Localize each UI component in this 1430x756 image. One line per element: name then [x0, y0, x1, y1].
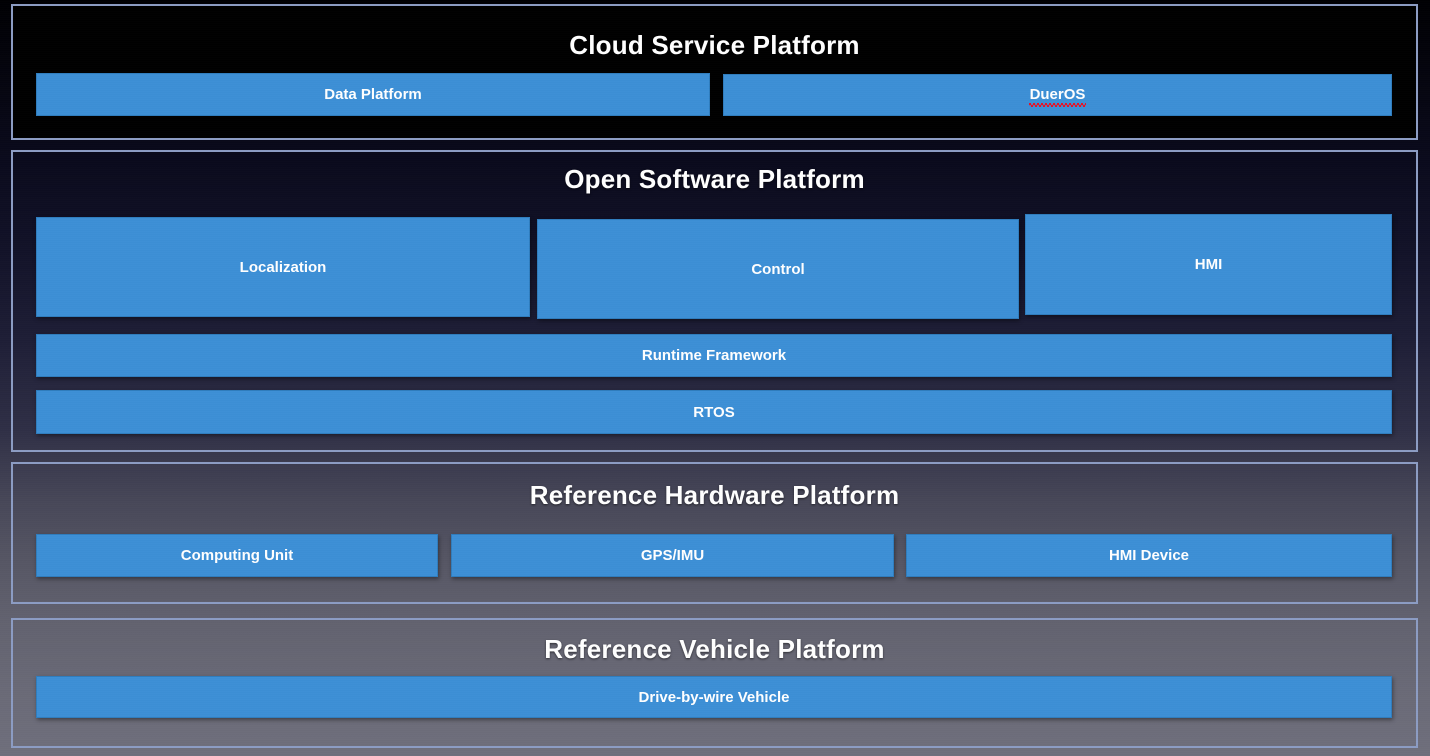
box-hmi[interactable]: HMI	[1025, 214, 1392, 315]
layer-title-open-software-platform: Open Software Platform	[564, 164, 865, 194]
box-rtos[interactable]: RTOS	[36, 390, 1392, 434]
box-drive-by-wire-vehicle[interactable]: Drive-by-wire Vehicle	[36, 676, 1392, 718]
layer-panel-cloud-service-platform: Cloud Service Platform	[11, 4, 1418, 140]
layer-panel-open-software-platform: Open Software Platform	[11, 150, 1418, 452]
box-label-hmi-device: HMI Device	[1108, 547, 1190, 564]
box-dueros[interactable]: DuerOS	[723, 74, 1392, 116]
box-label-hmi: HMI	[1194, 256, 1223, 273]
layer-title-cloud-service-platform: Cloud Service Platform	[569, 30, 860, 60]
box-label-runtime-framework: Runtime Framework	[641, 347, 787, 364]
box-label-data-platform: Data Platform	[324, 86, 422, 103]
box-computing-unit[interactable]: Computing Unit	[36, 534, 438, 577]
box-hmi-device[interactable]: HMI Device	[906, 534, 1392, 577]
box-control[interactable]: Control	[537, 219, 1019, 319]
box-localization[interactable]: Localization	[36, 217, 530, 317]
box-label-computing-unit: Computing Unit	[180, 547, 294, 564]
box-label-control: Control	[751, 260, 805, 278]
layer-title-reference-vehicle-platform: Reference Vehicle Platform	[544, 634, 885, 664]
box-label-dueros: DuerOS	[1028, 86, 1087, 107]
layer-panel-reference-hardware-platform: Reference Hardware Platform	[11, 462, 1418, 604]
box-label-rtos: RTOS	[693, 403, 735, 421]
box-data-platform[interactable]: Data Platform	[36, 73, 710, 116]
box-label-drive-by-wire-vehicle: Drive-by-wire Vehicle	[638, 688, 790, 706]
box-label-gps-imu: GPS/IMU	[640, 547, 705, 564]
box-runtime-framework[interactable]: Runtime Framework	[36, 334, 1392, 377]
layer-panel-reference-vehicle-platform: Reference Vehicle Platform	[11, 618, 1418, 748]
box-label-localization: Localization	[239, 258, 327, 276]
box-gps-imu[interactable]: GPS/IMU	[451, 534, 894, 577]
layer-title-reference-hardware-platform: Reference Hardware Platform	[529, 480, 900, 510]
